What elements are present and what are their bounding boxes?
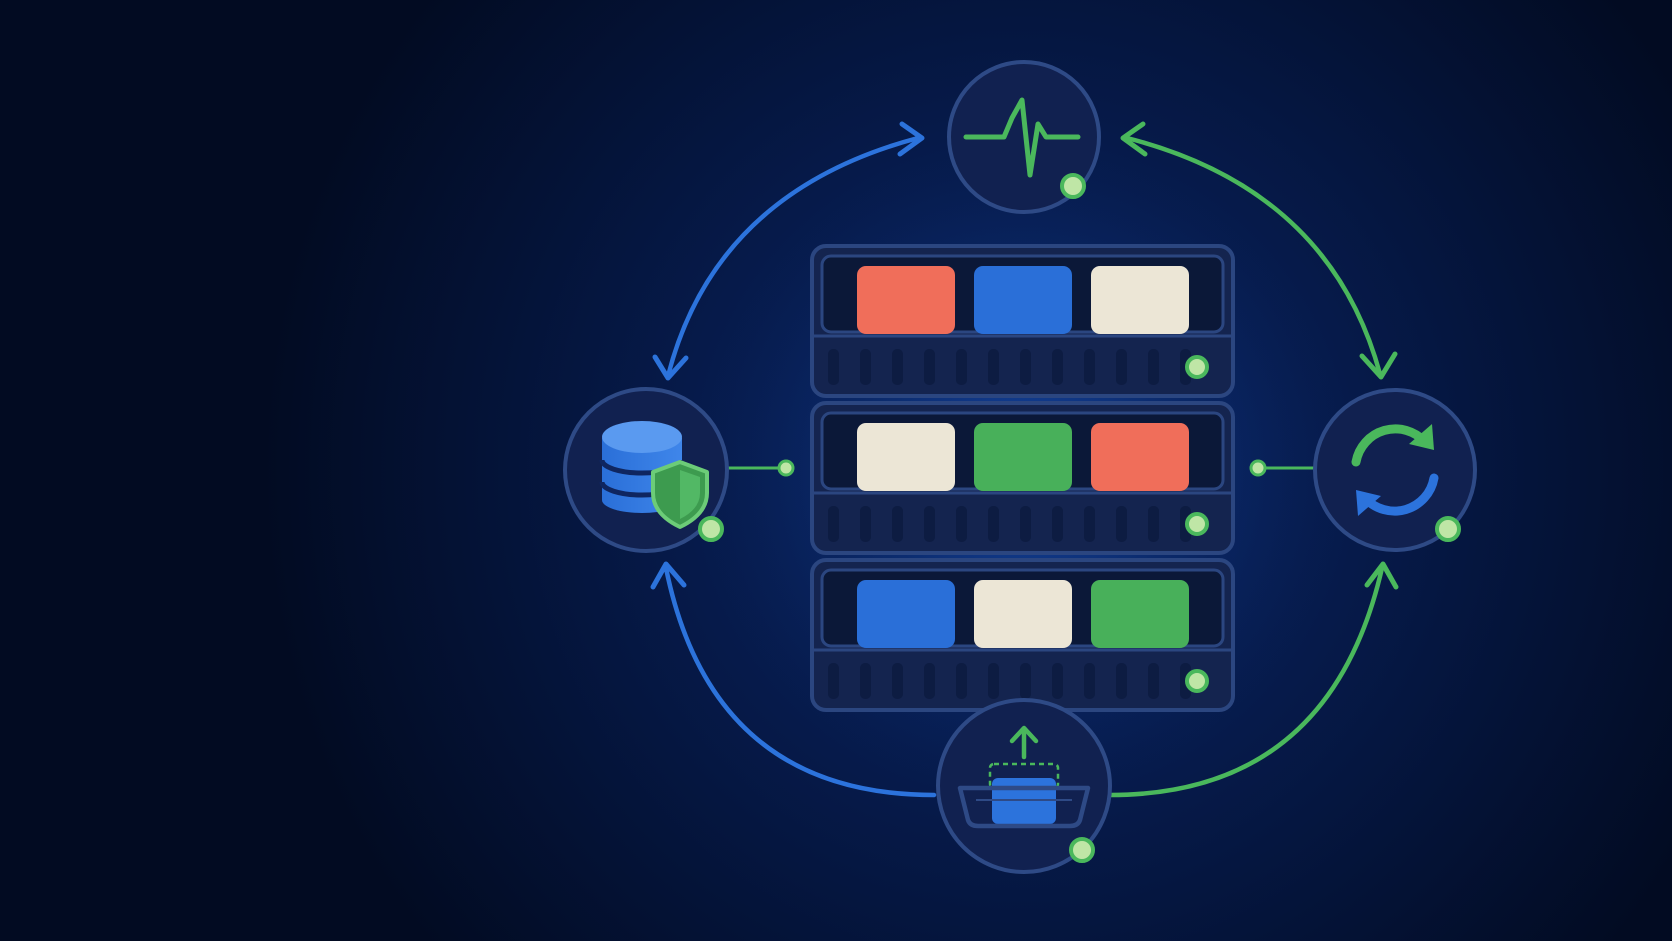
database-top (602, 421, 682, 453)
rack-shelf-status-dot (1185, 355, 1209, 379)
refresh-cycle-icon (1351, 424, 1439, 516)
refresh-arc-bottom (1360, 473, 1439, 516)
storage-block-cream (857, 423, 955, 491)
rack-shelf (810, 401, 1235, 555)
rack-vent-slot (1116, 506, 1127, 542)
rack-vent-slot (1116, 663, 1127, 699)
node-sync (1313, 388, 1477, 552)
rack-vent-slot (924, 349, 935, 385)
arrowhead-monitoring-left (897, 121, 925, 157)
server-rack (810, 244, 1235, 712)
connector-right-dot (1249, 459, 1267, 477)
node-monitoring (947, 60, 1101, 214)
node-secure-storage (563, 387, 729, 553)
arrowhead-sync-top (1359, 351, 1398, 380)
rack-vent-slot (892, 663, 903, 699)
rack-shelf (810, 558, 1235, 712)
storage-block-blue (974, 266, 1072, 334)
storage-block-green (974, 423, 1072, 491)
shield-highlight (680, 470, 700, 519)
tray-icon (957, 785, 1091, 829)
rack-vent-slot (828, 349, 839, 385)
storage-block-cream (1091, 266, 1189, 334)
storage-block-red (857, 266, 955, 334)
rack-vent-slot (1052, 663, 1063, 699)
storage-block-red (1091, 423, 1189, 491)
rack-shelf-status-dot (1185, 512, 1209, 536)
upload-tray-icon (957, 725, 1091, 829)
node-deploy (936, 698, 1112, 874)
rack-vent-slot (860, 506, 871, 542)
rack-vent-slot (1052, 506, 1063, 542)
rack-vent-slot (828, 663, 839, 699)
rack-vent-slot (860, 663, 871, 699)
arrowhead-monitoring-right (1120, 121, 1148, 157)
rack-vent-slot (1020, 506, 1031, 542)
node-monitoring-status-dot (1060, 173, 1086, 199)
rack-vent-slot (1020, 349, 1031, 385)
arc-deploy-to-storage (663, 565, 937, 798)
arc-storage-to-monitoring (665, 135, 921, 379)
rack-vent-slot (1084, 506, 1095, 542)
upload-arrow-head (1009, 725, 1039, 744)
refresh-arrow-bottom (1356, 490, 1381, 516)
rack-vent-slot (956, 663, 967, 699)
storage-block-green (1091, 580, 1189, 648)
rack-vent-slot (860, 349, 871, 385)
rack-vent-slot (1148, 349, 1159, 385)
rack-vent-slot (924, 506, 935, 542)
arc-monitoring-to-sync (1124, 135, 1383, 377)
rack-vent-slot (1052, 349, 1063, 385)
rack-vent-slot (1020, 663, 1031, 699)
cycle-arcs (650, 121, 1399, 798)
node-storage-status-dot (698, 516, 724, 542)
connector-left-dot (777, 459, 795, 477)
arrowhead-sync-bottom (1364, 561, 1399, 590)
rack-vent-slot (956, 349, 967, 385)
refresh-arrow-top (1409, 424, 1434, 450)
rack-vent-slot (1148, 663, 1159, 699)
node-sync-status-dot (1435, 516, 1461, 542)
database-shield-icon (599, 421, 709, 529)
rack-vent-slot (988, 663, 999, 699)
arrowhead-storage-top (652, 354, 689, 381)
rack-vent-slot (892, 349, 903, 385)
rack-vent-slot (1084, 349, 1095, 385)
rack-vent-slot (828, 506, 839, 542)
arrowhead-storage-bottom (650, 561, 687, 590)
node-sync-ring (1313, 388, 1477, 552)
refresh-arc-top (1351, 424, 1430, 467)
rack-vent-slot (1148, 506, 1159, 542)
arc-sync-to-deploy (1107, 565, 1385, 798)
rack-shelf (810, 244, 1235, 398)
storage-block-blue (857, 580, 955, 648)
node-deploy-status-dot (1069, 837, 1095, 863)
side-connectors (728, 459, 1315, 477)
rack-vent-slot (892, 506, 903, 542)
rack-vent-slot (956, 506, 967, 542)
storage-block-cream (974, 580, 1072, 648)
rack-vent-slot (1116, 349, 1127, 385)
rack-vent-slot (1084, 663, 1095, 699)
heartbeat-pulse-icon (963, 97, 1081, 178)
rack-vent-slot (988, 349, 999, 385)
rack-shelf-status-dot (1185, 669, 1209, 693)
rack-vent-slot (988, 506, 999, 542)
rack-vent-slot (924, 663, 935, 699)
